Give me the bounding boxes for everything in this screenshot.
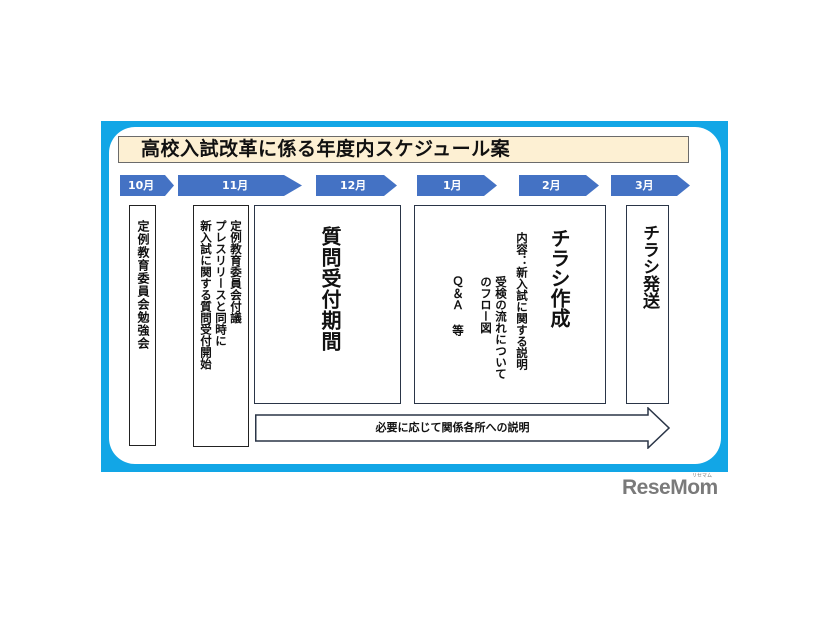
question-period-text: 質問受付期間 xyxy=(318,226,342,352)
box-flyer-creation: チラシ作成 内容：新入試に関する説明 受検の流れについて のフロー図 Ｑ＆Ａ 等 xyxy=(414,205,606,404)
month-arrow-dec xyxy=(316,175,397,196)
month-label-oct: 10月 xyxy=(128,179,155,192)
october-text: 定例教育委員会勉強会 xyxy=(136,220,150,350)
month-label-feb: 2月 xyxy=(542,179,561,192)
month-label-jan: 1月 xyxy=(443,179,462,192)
diagram-title: 高校入試改革に係る年度内スケジュール案 xyxy=(118,136,689,163)
month-arrow-jan xyxy=(417,175,497,196)
flyer-line-3: のフロー図 xyxy=(479,276,493,334)
flyer-dispatch-text: チラシ発送 xyxy=(639,224,659,309)
month-arrow-mar xyxy=(611,175,690,196)
box-flyer-dispatch: チラシ発送 xyxy=(626,205,669,404)
explanation-arrow xyxy=(255,407,670,449)
box-october-study-session: 定例教育委員会勉強会 xyxy=(129,205,156,446)
resemom-logo: ReseMom xyxy=(622,476,718,499)
flyer-line-1: 内容：新入試に関する説明 xyxy=(515,232,529,370)
november-line-1: 定例教育委員会付議 xyxy=(229,220,243,324)
month-arrow-feb xyxy=(519,175,599,196)
flyer-creation-heading: チラシ作成 xyxy=(547,228,571,328)
month-label-nov: 11月 xyxy=(222,179,249,192)
resemom-logo-kana: リセマム xyxy=(692,473,713,479)
month-arrow-nov xyxy=(178,175,302,196)
month-label-mar: 3月 xyxy=(635,179,654,192)
month-label-dec: 12月 xyxy=(340,179,367,192)
flyer-line-2: 受検の流れについて xyxy=(494,276,508,380)
box-question-period: 質問受付期間 xyxy=(254,205,401,404)
flyer-line-4: Ｑ＆Ａ 等 xyxy=(451,276,465,336)
box-november-press-release: 定例教育委員会付議 プレスリリースと同時に 新入試に関する質問受付開始 xyxy=(193,205,249,447)
november-line-3: 新入試に関する質問受付開始 xyxy=(199,220,213,370)
explanation-arrow-text: 必要に応じて関係各所への説明 xyxy=(375,421,530,434)
november-line-2: プレスリリースと同時に xyxy=(214,220,228,347)
month-arrow-oct xyxy=(120,175,174,196)
